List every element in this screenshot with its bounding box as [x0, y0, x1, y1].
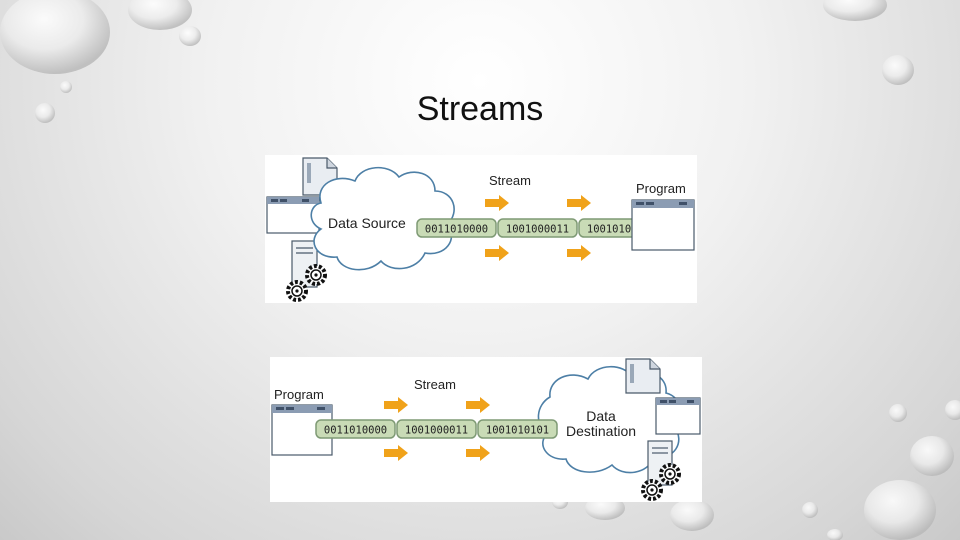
data-packet: 0011010000: [315, 419, 396, 439]
water-drop: [823, 0, 887, 21]
output-stream-svg: Program Stream 0011010000: [271, 358, 701, 501]
input-stream-diagram: Data Source Stream 0011010000 1001000011…: [265, 155, 697, 303]
gear-icon: [305, 264, 327, 286]
water-drop: [889, 404, 907, 422]
water-drop: [128, 0, 192, 30]
water-drop: [802, 502, 818, 518]
gear-icon: [641, 479, 663, 501]
window-icon: [655, 397, 701, 435]
water-drop: [179, 26, 201, 46]
program-window-icon: [631, 199, 695, 251]
water-drop: [910, 436, 954, 476]
arrow-right-icon: [485, 245, 509, 261]
water-drop: [945, 400, 960, 420]
program-label: Program: [274, 387, 324, 402]
packet-bits: 1001010101: [486, 425, 549, 437]
data-source-label: Data Source: [328, 215, 406, 231]
water-drop: [864, 480, 936, 540]
water-drop: [882, 55, 914, 85]
window-icon: [266, 196, 320, 234]
arrow-right-icon: [466, 445, 490, 461]
data-packet: 0011010000: [416, 218, 497, 238]
stream-label: Stream: [414, 377, 456, 392]
data-destination-label-line1: Data: [586, 408, 616, 424]
arrow-right-icon: [485, 195, 509, 211]
gear-icon: [659, 463, 681, 485]
stream-label: Stream: [489, 173, 531, 188]
arrow-right-icon: [384, 445, 408, 461]
document-icon: [625, 358, 661, 394]
cloud-shape: [310, 166, 455, 271]
arrow-right-icon: [567, 245, 591, 261]
water-drop: [0, 0, 110, 74]
water-drop: [827, 529, 843, 540]
slide-title: Streams: [416, 90, 544, 128]
packet-bits: 0011010000: [425, 224, 488, 236]
output-stream-diagram: Program Stream 0011010000: [270, 357, 702, 502]
input-stream-svg: Data Source Stream 0011010000 1001000011…: [266, 157, 695, 302]
program-label: Program: [636, 181, 686, 196]
packet-bits: 1001000011: [506, 224, 569, 236]
data-packet: 1001010101: [477, 419, 558, 439]
arrow-right-icon: [384, 397, 408, 413]
data-packet: 1001000011: [497, 218, 578, 238]
arrow-right-icon: [466, 397, 490, 413]
water-drop: [670, 499, 714, 531]
data-destination-label-line2: Destination: [566, 423, 636, 439]
arrow-right-icon: [567, 195, 591, 211]
packet-bits: 0011010000: [324, 425, 387, 437]
gear-icon: [286, 280, 308, 302]
data-packet: 1001000011: [396, 419, 477, 439]
packet-bits: 1001000011: [405, 425, 468, 437]
